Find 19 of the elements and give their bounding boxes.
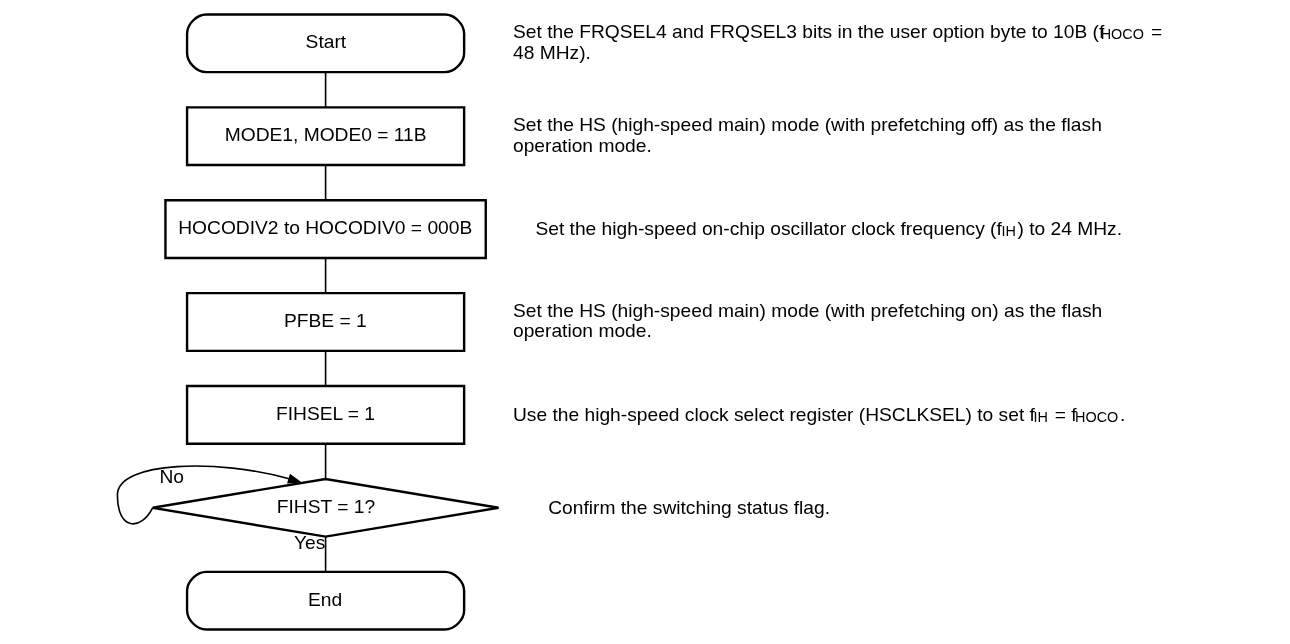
connector xyxy=(324,350,326,387)
node-label: Set the FRQSEL4 and FRQSEL3 bits in the user option byte to 10B (fHOCO = 48 MHz). xyxy=(512,20,1162,63)
node-label: Set the high-speed on-chip oscillator clock frequency (fIH) to 24 MHz. xyxy=(534,217,1122,239)
node-label: Set the HS (high-speed main) mode (with prefetching off) as the flash operation mode. xyxy=(512,113,1102,156)
connector xyxy=(324,443,326,480)
node-label: Confirm the switching status flag. xyxy=(547,496,830,518)
node-box: Start xyxy=(185,13,465,74)
connector xyxy=(324,71,326,109)
connector xyxy=(324,257,326,294)
node-box: FIHSEL = 1 xyxy=(185,384,465,445)
node-box: PFBE = 1 xyxy=(185,291,465,353)
node-box: HOCODIV2 to HOCODIV0 = 000B xyxy=(163,199,487,260)
node-label: Use the high-speed clock select register (HSCLKSEL) to set fIH = fHOCO. xyxy=(512,403,1125,425)
node-label: Set the HS (high-speed main) mode (with prefetching on) as the flash operation mode. xyxy=(512,299,1102,342)
arrow xyxy=(116,465,302,525)
node-box: MODE1, MODE0 = 11B xyxy=(185,106,465,167)
connector xyxy=(324,536,326,573)
node-box: End xyxy=(185,570,465,631)
connector xyxy=(324,164,326,202)
